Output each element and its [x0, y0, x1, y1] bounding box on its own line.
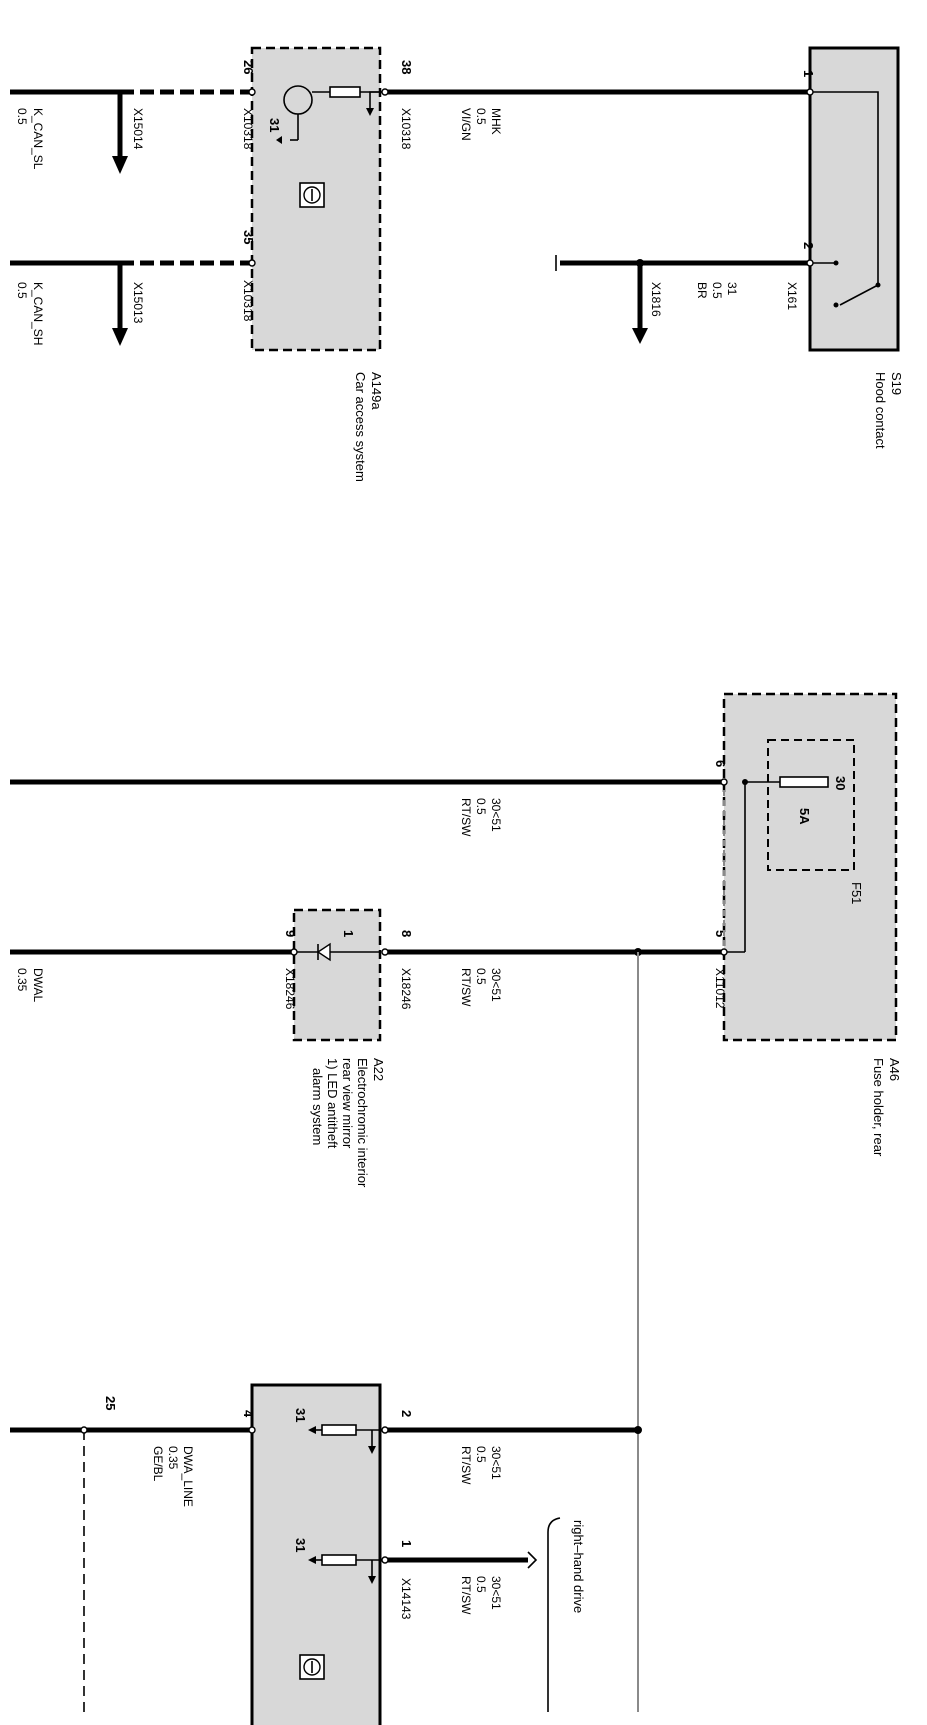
a149a-ground: 31: [267, 118, 282, 132]
a149a-pin-26: 26: [241, 60, 256, 74]
module-ground-1: 31: [293, 1408, 308, 1422]
f30a-name: 30<51: [489, 798, 503, 832]
s19-name: Hood contact: [873, 372, 888, 449]
wire-dwal: DWAL 0.35: [10, 949, 294, 1003]
wire-30-51-c: 30<51 0.5 RT/SW: [385, 1426, 642, 1485]
s19-hood-contact: S19 Hood contact 1 2 X161: [785, 46, 904, 449]
k-can-sh-size: 0.5: [15, 282, 29, 299]
s19-label: S19: [889, 372, 904, 395]
k-can-sl-connector: X15014: [131, 108, 145, 150]
k-can-sl-size: 0.5: [15, 108, 29, 125]
f30b-size: 0.5: [474, 968, 488, 985]
a46-box: [722, 692, 898, 1042]
f30d-color: RT/SW: [459, 1576, 473, 1615]
a22-mirror: 1 A22 Electrochromic interior rear view …: [283, 908, 414, 1188]
k-can-sh-name: K_CAN_SH: [31, 282, 45, 345]
dwal-name: DWAL: [31, 968, 45, 1003]
gnd-size: 0.5: [710, 282, 724, 299]
wire-k-can-sh: K_CAN_SH 0.5 X15013: [10, 260, 252, 346]
dwa-line-size: 0.35: [166, 1446, 180, 1470]
f30c-name: 30<51: [489, 1446, 503, 1480]
a22-name-1: Electrochromic interior: [355, 1058, 370, 1188]
dwa-line-color: GE/BL: [151, 1446, 165, 1482]
a22-name-4: alarm system: [310, 1068, 325, 1145]
dwa-pin-25: 25: [103, 1396, 118, 1410]
a22-connector-2: X18246: [283, 968, 297, 1010]
mhk-name: MHK: [489, 108, 503, 135]
connector-marks: [80, 88, 814, 1564]
a22-name-3: 1) LED antitheft: [325, 1058, 340, 1149]
k-can-sl-name: K_CAN_SL: [31, 108, 45, 170]
a149a-connector-3: X10318: [241, 108, 255, 150]
wire-30-51-d: 30<51 0.5 RT/SW right–hand drive: [385, 1517, 586, 1712]
f30d-size: 0.5: [474, 1576, 488, 1593]
module-pin-1: 1: [399, 1540, 414, 1547]
a46-pin-5: 5: [713, 930, 728, 937]
a22-led-note: 1: [341, 930, 356, 937]
module-pin-2: 2: [399, 1410, 414, 1417]
f30b-name: 30<51: [489, 968, 503, 1002]
a46-fuse-term: 30: [833, 776, 848, 790]
a46-connector: X11012: [713, 968, 727, 1009]
a149a-pin-35: 35: [241, 230, 256, 244]
a149a-label: A149a: [369, 372, 384, 410]
a22-label: A22: [371, 1058, 386, 1081]
f30c-color: RT/SW: [459, 1446, 473, 1485]
wire-mhk: MHK 0.5 VI/GN: [385, 89, 810, 141]
gnd-color: BR: [695, 282, 709, 299]
a46-fuse-rating: 5A: [797, 808, 812, 825]
mhk-size: 0.5: [474, 108, 488, 125]
a46-label: A46: [887, 1058, 902, 1081]
s19-box: [808, 46, 900, 352]
a22-connector-1: X18246: [399, 968, 413, 1010]
f30d-name: 30<51: [489, 1576, 503, 1610]
a22-box: [292, 908, 382, 1042]
a149a-name: Car access system: [353, 372, 368, 482]
wire-k-can-sl: K_CAN_SL 0.5 X15014: [10, 89, 252, 174]
gnd-connector: X1816: [649, 282, 663, 317]
wire-dwa-line: 25 DWA_LINE 0.35 GE/BL: [10, 1396, 252, 1712]
a46-fuse-id: F51: [849, 882, 864, 904]
a22-pin-9: 9: [283, 930, 298, 937]
f30a-color: RT/SW: [459, 798, 473, 837]
wire-30-51-b: 30<51 0.5 RT/SW: [385, 790, 725, 1712]
a22-name-2: rear view mirror: [340, 1058, 355, 1149]
a149a-car-access-system: 31 A149a Car access system 38 26 35 X103…: [241, 46, 414, 482]
bottom-module: 31 31 2 1 4 X14143: [241, 1383, 414, 1725]
wire-ground-31: 31 0.5 BR X1816: [555, 255, 810, 344]
a46-pin-6: 6: [713, 760, 728, 767]
dwal-size: 0.35: [15, 968, 29, 992]
s19-pin1: 1: [801, 70, 816, 77]
a149a-connector-2: X10318: [241, 280, 255, 322]
module-pin-4: 4: [241, 1410, 256, 1418]
k-can-sh-connector: X15013: [131, 282, 145, 324]
wire-30-51-a: 30<51 0.5 RT/SW: [10, 779, 724, 837]
a149a-pin-38: 38: [399, 60, 414, 74]
s19-connector: X161: [785, 282, 799, 310]
dwa-line-name: DWA_LINE: [181, 1446, 195, 1507]
a46-fuse-holder: 30 5A F51 A46 Fuse holder, rear 6 5 X110…: [713, 692, 902, 1157]
a46-name: Fuse holder, rear: [871, 1058, 886, 1157]
mhk-color: VI/GN: [459, 108, 473, 141]
gnd-name: 31: [725, 282, 739, 296]
module-ground-2: 31: [293, 1538, 308, 1552]
a149a-connector-1: X10318: [399, 108, 413, 150]
f30a-size: 0.5: [474, 798, 488, 815]
rhd-note: right–hand drive: [571, 1520, 586, 1613]
a22-pin-8: 8: [399, 930, 414, 937]
s19-pin2: 2: [801, 242, 816, 249]
f30c-size: 0.5: [474, 1446, 488, 1463]
module-connector: X14143: [399, 1578, 413, 1620]
f30b-color: RT/SW: [459, 968, 473, 1007]
